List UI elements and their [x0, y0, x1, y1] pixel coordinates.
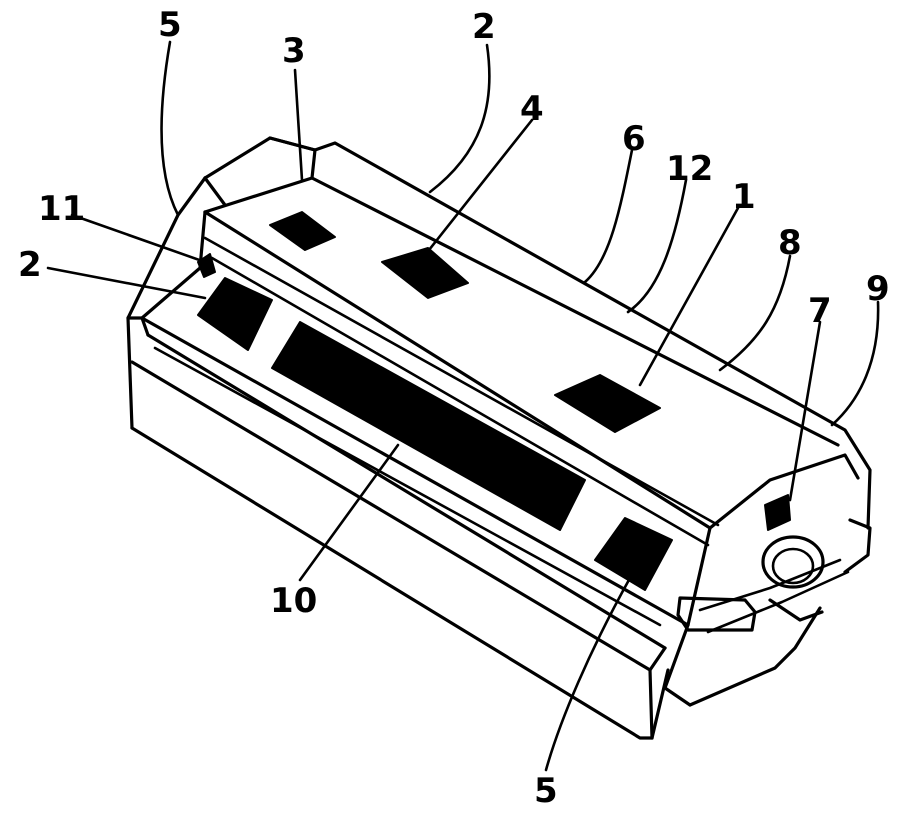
electrode-pads: [197, 211, 673, 591]
label-12: 12: [666, 149, 713, 189]
label-2-top: 2: [472, 7, 496, 47]
label-9: 9: [866, 269, 890, 309]
reference-labels: 5 3 2 4 6 12 1 8 9 7 11 2 10 5: [18, 5, 890, 811]
label-2-left: 2: [18, 245, 42, 285]
part-7-block: [764, 494, 791, 531]
label-10: 10: [270, 581, 317, 621]
pad-3: [269, 211, 336, 251]
label-6: 6: [622, 119, 646, 159]
label-1: 1: [732, 177, 756, 217]
label-5-bottom: 5: [534, 771, 558, 811]
pad-1: [554, 374, 661, 433]
pad-10: [271, 321, 586, 531]
label-5-top: 5: [158, 5, 182, 45]
pad-4: [381, 247, 469, 299]
label-7: 7: [808, 291, 832, 331]
housing: [126, 136, 872, 740]
label-11: 11: [38, 189, 85, 229]
label-8: 8: [778, 223, 802, 263]
label-4: 4: [520, 89, 544, 129]
pad-2-left: [197, 277, 273, 351]
label-3: 3: [282, 31, 306, 71]
leader-lines: [46, 40, 880, 772]
